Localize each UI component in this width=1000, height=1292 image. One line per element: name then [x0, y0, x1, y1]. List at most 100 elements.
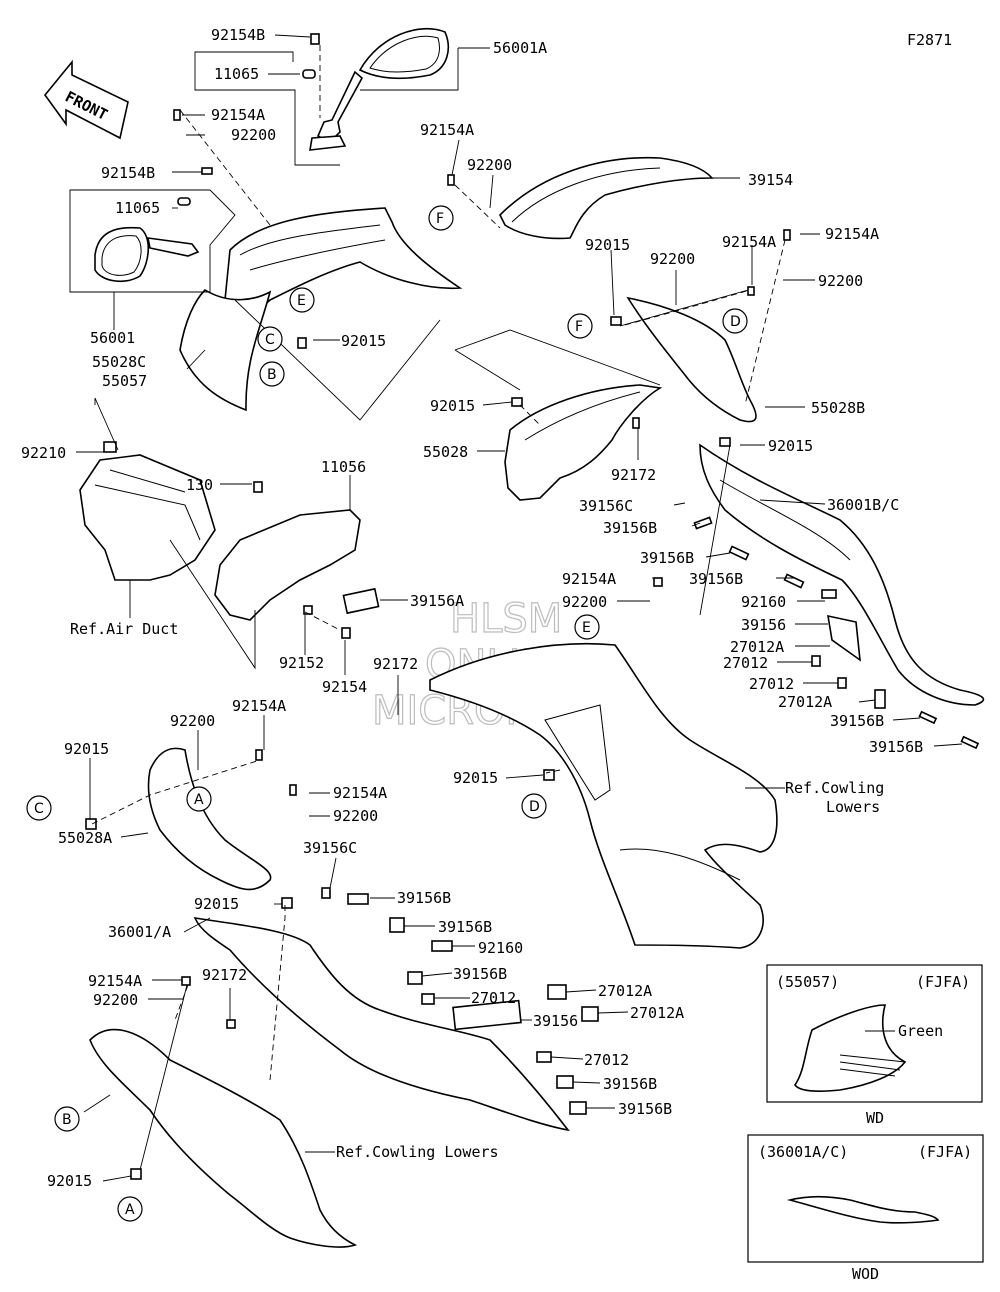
callout-a-1: A — [186, 786, 212, 812]
label-92015-2: 92015 — [585, 236, 630, 254]
inset-1-code: (FJFA) — [916, 973, 970, 991]
label-92154b-2: 92154B — [101, 164, 155, 182]
label-92172-2: 92172 — [373, 655, 418, 673]
label-92154a-3: 92154A — [722, 233, 776, 251]
label-39154: 39154 — [748, 171, 793, 189]
inset-55057: (55057) (FJFA) Green WD — [766, 964, 983, 1127]
cover-55028b — [626, 296, 757, 423]
label-11056: 11056 — [321, 458, 366, 476]
windscreen-39154 — [499, 156, 714, 240]
label-92154a-4: 92154A — [825, 225, 879, 243]
label-92200-8: 92200 — [93, 991, 138, 1009]
callout-d-1: D — [722, 308, 748, 334]
svg-text:F: F — [436, 211, 444, 227]
label-27012a-2: 27012A — [778, 693, 832, 711]
bracket-11056 — [214, 509, 380, 621]
label-92154a-7: 92154A — [333, 784, 387, 802]
label-55028c: 55028C — [92, 353, 146, 371]
label-130: 130 — [186, 476, 213, 494]
label-27012-4: 27012 — [584, 1051, 629, 1069]
inset-2-caption: WOD — [852, 1265, 879, 1283]
label-39156b-7: 39156B — [438, 918, 492, 936]
label-92015-8: 92015 — [47, 1172, 92, 1190]
callout-f-2: F — [567, 313, 593, 339]
label-lowers-1: Lowers — [826, 798, 880, 816]
label-92015-1: 92015 — [341, 332, 386, 350]
label-92015-6: 92015 — [453, 769, 498, 787]
cowling-lowers-right — [429, 642, 778, 949]
label-92200-3: 92200 — [650, 250, 695, 268]
upper-cowl-55028c — [179, 207, 463, 412]
label-39156b-10: 39156B — [618, 1100, 672, 1118]
label-92210: 92210 — [21, 444, 66, 462]
label-92172-1: 92172 — [611, 466, 656, 484]
label-92154: 92154 — [322, 678, 367, 696]
watermark-line1: HLSM — [450, 596, 562, 642]
cover-55028a — [147, 747, 272, 891]
svg-text:E: E — [297, 293, 306, 309]
svg-text:B: B — [62, 1112, 72, 1128]
svg-text:D: D — [730, 314, 741, 330]
side-cowl-36001a — [193, 916, 570, 1132]
callout-d-2: D — [521, 793, 547, 819]
label-39156a: 39156A — [410, 592, 464, 610]
label-39156b-5: 39156B — [869, 738, 923, 756]
label-39156b-9: 39156B — [603, 1075, 657, 1093]
label-55057: 55057 — [102, 372, 147, 390]
label-27012a-1: 27012A — [730, 638, 784, 656]
cowling-lowers-left — [89, 1028, 358, 1248]
fasteners — [85, 109, 791, 1180]
label-27012-2: 27012 — [749, 675, 794, 693]
label-92154a-6: 92154A — [232, 697, 286, 715]
label-92200-4: 92200 — [818, 272, 863, 290]
mirror-56001 — [94, 197, 200, 283]
label-92015-4: 92015 — [768, 437, 813, 455]
label-39156b-8: 39156B — [453, 965, 507, 983]
svg-text:C: C — [34, 801, 44, 817]
inset-1-color-name: Green — [898, 1022, 943, 1040]
label-39156-2: 39156 — [533, 1012, 578, 1030]
label-92015-7: 92015 — [194, 895, 239, 913]
label-39156-1: 39156 — [741, 616, 786, 634]
mirror-56001a — [302, 28, 449, 151]
label-36001bc: 36001B/C — [827, 496, 899, 514]
callout-e-1: E — [289, 287, 315, 313]
inner-cover-55028 — [504, 384, 663, 501]
callout-e-2: E — [574, 614, 600, 640]
label-92152: 92152 — [279, 654, 324, 672]
inset-36001ac: (36001A/C) (FJFA) WOD — [747, 1134, 984, 1283]
label-11065-1: 11065 — [214, 65, 259, 83]
label-92200-7: 92200 — [333, 807, 378, 825]
svg-text:A: A — [125, 1202, 135, 1218]
label-55028: 55028 — [423, 443, 468, 461]
label-92160-1: 92160 — [741, 593, 786, 611]
label-92200-6: 92200 — [170, 712, 215, 730]
label-55028b: 55028B — [811, 399, 865, 417]
label-55028a: 55028A — [58, 829, 112, 847]
label-27012-3: 27012 — [471, 989, 516, 1007]
label-ref-cowling-1: Ref.Cowling — [785, 779, 884, 797]
inset-2-code: (FJFA) — [918, 1143, 972, 1161]
callout-f-1: F — [428, 205, 454, 231]
callout-a-2: A — [117, 1196, 143, 1222]
label-92200-2: 92200 — [467, 156, 512, 174]
label-92154a-1: 92154A — [211, 106, 265, 124]
label-39156c-1: 39156C — [579, 497, 633, 515]
svg-text:B: B — [267, 367, 277, 383]
label-92200-5: 92200 — [562, 593, 607, 611]
callout-b-1: B — [259, 361, 285, 387]
label-39156b-2: 39156B — [640, 549, 694, 567]
svg-text:C: C — [265, 332, 275, 348]
label-92154a-2: 92154A — [420, 121, 474, 139]
label-27012-1: 27012 — [723, 654, 768, 672]
label-92154a-8: 92154A — [88, 972, 142, 990]
callout-c-2: C — [26, 795, 52, 821]
label-92154a-5: 92154A — [562, 570, 616, 588]
label-39156b-4: 39156B — [830, 712, 884, 730]
callout-c-1: C — [257, 326, 283, 352]
callouts: F E C B F D E D A C B A — [26, 205, 748, 1222]
label-92200-1: 92200 — [231, 126, 276, 144]
label-92172-3: 92172 — [202, 966, 247, 984]
label-39156b-3: 39156B — [689, 570, 743, 588]
